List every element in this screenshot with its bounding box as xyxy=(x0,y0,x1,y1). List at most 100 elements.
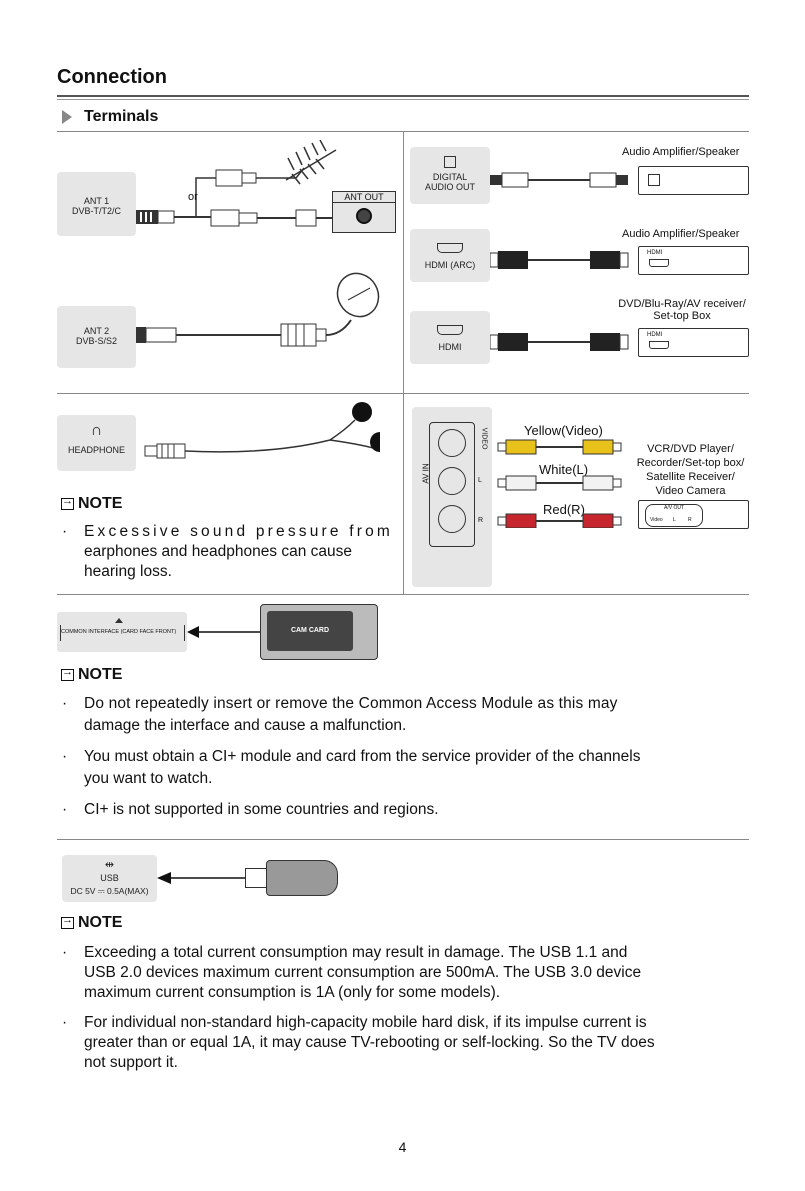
note-icon xyxy=(61,495,74,510)
av-out-video-label: Video xyxy=(650,517,663,523)
section-title: Terminals xyxy=(84,108,159,125)
usb-flash-drive xyxy=(266,860,338,896)
video-jack-label: VIDEO xyxy=(480,427,488,450)
ci-note-1: · Do not repeatedly insert or remove the… xyxy=(62,694,749,736)
amp2-hdmi-icon xyxy=(649,259,669,267)
amp1-label: Audio Amplifier/Speaker xyxy=(622,146,740,158)
digital-audio-sublabel: AUDIO OUT xyxy=(424,182,475,192)
ci-note-heading: NOTE xyxy=(61,666,122,684)
usb-rating: DC 5V ⎓ 0.5A(MAX) xyxy=(70,886,149,896)
headphone-note: · Excessive sound pressure from earphone… xyxy=(62,522,394,582)
usb-plug xyxy=(245,868,267,888)
amp2-label: Audio Amplifier/Speaker xyxy=(622,228,740,240)
rca-cables-diagram xyxy=(497,439,622,528)
hdmi-port-icon xyxy=(437,243,463,253)
usb-note-2: · For individual non-standard high-capac… xyxy=(62,1013,749,1073)
ci-note-1-line1: Do not repeatedly insert or remove the C… xyxy=(84,695,618,712)
usb-note-2-line2: greater than or equal 1A, it may cause T… xyxy=(84,1034,655,1051)
bullet-dot: · xyxy=(62,801,68,818)
r-jack-label: R xyxy=(478,517,484,524)
page-number: 4 xyxy=(398,1139,407,1155)
av-out-l-label: L xyxy=(673,517,676,523)
optical-cable-diagram xyxy=(490,172,628,188)
cam-card-label: CAM CARD xyxy=(290,627,330,634)
note-icon xyxy=(61,666,74,681)
usb-note-1-line2: USB 2.0 devices maximum current consumpt… xyxy=(84,964,642,981)
av-right-jack xyxy=(438,505,466,533)
ant2-label: ANT 2 xyxy=(83,326,110,336)
hdmi-label: HDMI xyxy=(438,342,462,352)
hdmi-arc-cable-diagram xyxy=(490,251,629,269)
hdmi-arc-port-panel: HDMI (ARC) xyxy=(410,229,490,282)
headphone-port-panel: ∩ HEADPHONE xyxy=(57,415,136,471)
usb-note-1-line1: Exceeding a total current consumption ma… xyxy=(84,944,628,961)
dvd-device: HDMI xyxy=(638,328,749,357)
title-rule-thin xyxy=(57,99,749,100)
av-out-group: A/V OUT Video L R xyxy=(645,504,703,527)
ant2-sublabel: DVB-S/S2 xyxy=(75,336,117,346)
note-icon xyxy=(61,914,74,929)
av-in-frame xyxy=(429,422,475,547)
vcr-label-line3: Satellite Receiver/ xyxy=(646,471,735,483)
bullet-dot: · xyxy=(62,1014,68,1031)
digital-audio-port-panel: DIGITAL AUDIO OUT xyxy=(410,147,490,204)
usb-insert-arrow-icon xyxy=(157,872,245,884)
white-label: White(L) xyxy=(539,462,589,477)
headphone-note-line3: hearing loss. xyxy=(84,563,172,580)
hdmi-cable-diagram xyxy=(490,333,629,351)
av-out-label: A/V OUT xyxy=(664,505,685,511)
grid-line-mid xyxy=(57,393,749,394)
usb-note-1-line3: maximum current consumption is 1A (only … xyxy=(84,984,501,1001)
av-in-label: AV IN xyxy=(421,463,431,484)
headphone-icon: ∩ xyxy=(90,422,103,439)
usb-note-2-line1: For individual non-standard high-capacit… xyxy=(84,1014,647,1031)
vcr-device: A/V OUT Video L R xyxy=(638,500,749,529)
ant1-port-panel: ANT 1 DVB-T/T2/C xyxy=(57,172,136,236)
dvd-label-line1: DVD/Blu-Ray/AV receiver/ xyxy=(618,298,746,310)
title-rule xyxy=(57,95,749,97)
ci-slot-marker-icon xyxy=(115,618,123,623)
headphone-note-label: NOTE xyxy=(78,495,123,512)
hdmi-arc-label: HDMI (ARC) xyxy=(424,260,476,270)
headphone-note-heading: NOTE xyxy=(61,495,122,513)
dvd-hdmi-label: HDMI xyxy=(647,332,663,338)
ci-note-3: · CI+ is not supported in some countries… xyxy=(62,800,749,820)
ant1-label: ANT 1 xyxy=(83,196,110,206)
usb-note-2-line3: not support it. xyxy=(84,1054,178,1071)
usb-note-1: · Exceeding a total current consumption … xyxy=(62,943,749,1003)
usb-note-label: NOTE xyxy=(78,914,123,931)
vcr-label: VCR/DVD Player/ Recorder/Set-top box/ Sa… xyxy=(628,442,753,498)
grid-line-bottom xyxy=(57,594,749,595)
amp2-hdmi-label: HDMI xyxy=(647,250,663,256)
dvd-hdmi-icon xyxy=(649,341,669,349)
usb-port-panel: ⇹ USB DC 5V ⎓ 0.5A(MAX) xyxy=(62,855,157,902)
amp1-device xyxy=(638,166,749,195)
amp1-optical-icon xyxy=(648,174,660,186)
av-out-r-label: R xyxy=(688,517,692,523)
grid-line-vertical xyxy=(403,131,404,594)
ci-insert-arrow-icon xyxy=(187,626,260,638)
av-left-jack xyxy=(438,467,466,495)
headphone-label: HEADPHONE xyxy=(67,445,125,455)
usb-note-heading: NOTE xyxy=(61,914,122,932)
usb-label: USB xyxy=(100,873,119,883)
headphone-note-line1: Excessive sound pressure from xyxy=(84,523,394,540)
l-jack-label: L xyxy=(478,477,482,484)
ci-note-label: NOTE xyxy=(78,666,123,683)
grid-line-usb xyxy=(57,839,749,840)
ci-slot-frame xyxy=(60,625,185,641)
yellow-label: Yellow(Video) xyxy=(524,423,603,438)
bullet-dot: · xyxy=(62,944,68,961)
ant2-cable-diagram xyxy=(136,272,380,347)
digital-audio-label: DIGITAL xyxy=(432,172,468,182)
hdmi-port-panel: HDMI xyxy=(410,311,490,364)
cam-card-face: CAM CARD xyxy=(267,611,353,651)
ci-note-2-line2: you want to watch. xyxy=(84,770,213,787)
ant1-sublabel: DVB-T/T2/C xyxy=(71,206,121,216)
red-label: Red(R) xyxy=(543,502,585,517)
ant-out-label: ANT OUT xyxy=(333,192,395,203)
ci-note-2-line1: You must obtain a CI+ module and card fr… xyxy=(84,748,641,765)
hdmi-port-icon-2 xyxy=(437,325,463,335)
ci-note-2: · You must obtain a CI+ module and card … xyxy=(62,747,749,789)
or-label: or xyxy=(188,191,198,203)
